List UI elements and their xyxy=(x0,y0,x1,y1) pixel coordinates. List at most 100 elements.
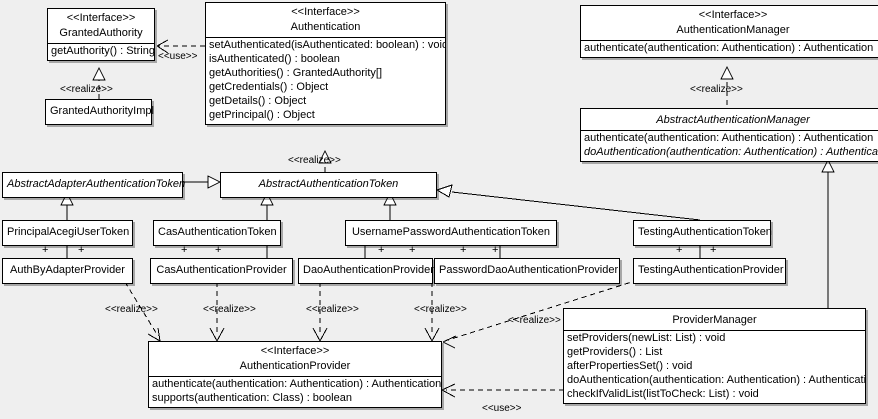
class-granted-authority-impl[interactable]: GrantedAuthorityImpl xyxy=(45,99,154,125)
class-header: TestingAuthenticationToken xyxy=(634,221,772,245)
class-testing-authentication-provider[interactable]: TestingAuthenticationProvider xyxy=(633,258,786,284)
class-principal-acegi-user-token[interactable]: PrincipalAcegiUserToken xyxy=(2,220,133,246)
class-provider-manager[interactable]: ProviderManager setProviders(newList: Li… xyxy=(563,308,866,404)
class-stereotype: <<Interface>> xyxy=(260,345,330,357)
class-name: TestingAuthenticationToken xyxy=(638,226,772,238)
multiplicity-cas-left: + xyxy=(181,244,188,256)
class-dao-authentication-provider[interactable]: DaoAuthenticationProvider xyxy=(298,258,434,284)
class-member: doAuthentication(authentication: Authent… xyxy=(567,374,865,386)
class-name: GrantedAuthority xyxy=(59,27,143,39)
class-header: PrincipalAcegiUserToken xyxy=(3,221,132,245)
class-header: ProviderManager xyxy=(564,309,865,330)
class-auth-by-adapter-provider[interactable]: AuthByAdapterProvider xyxy=(2,258,133,284)
multiplicity-testing-left: + xyxy=(676,244,683,256)
class-name: DaoAuthenticationProvider xyxy=(303,264,434,276)
class-members: getAuthority() : String xyxy=(48,43,154,60)
class-header: CasAuthenticationToken xyxy=(154,221,280,245)
multiplicity-username-pwd-right: + xyxy=(492,244,499,256)
class-name: AuthenticationManager xyxy=(676,24,790,36)
edge-label-realize-abstract-authentication-token: <<realize>> xyxy=(288,155,341,166)
class-member: setAuthenticated(isAuthenticated: boolea… xyxy=(209,39,445,51)
class-members: setProviders(newList: List) : void getPr… xyxy=(564,330,865,403)
class-name: AbstractAuthenticationToken xyxy=(258,178,399,190)
class-member: getProviders() : List xyxy=(567,346,663,358)
edge-label-realize-dao: <<realize>> xyxy=(306,304,359,315)
class-password-dao-authentication-provider[interactable]: PasswordDaoAuthenticationProvider xyxy=(434,258,620,284)
class-header: GrantedAuthorityImpl xyxy=(46,100,154,124)
class-cas-authentication-token[interactable]: CasAuthenticationToken xyxy=(153,220,281,246)
class-member: isAuthenticated() : boolean xyxy=(209,53,340,65)
class-member: supports(authentication: Class) : boolea… xyxy=(152,392,352,404)
class-header: DaoAuthenticationProvider xyxy=(299,259,434,283)
class-members: authenticate(authentication: Authenticat… xyxy=(581,130,878,161)
class-header: AuthByAdapterProvider xyxy=(3,259,132,283)
multiplicity-cas-right: + xyxy=(215,244,222,256)
class-header: AbstractAdapterAuthenticationToken xyxy=(3,173,186,197)
class-member: authenticate(authentication: Authenticat… xyxy=(152,378,441,390)
class-member: afterPropertiesSet() : void xyxy=(567,360,693,372)
edge-label-use-authentication: <<use>> xyxy=(158,51,198,62)
class-name: AbstractAuthenticationManager xyxy=(656,114,810,126)
edge-label-realize-testing: <<realize>> xyxy=(508,315,561,326)
class-name: AbstractAdapterAuthenticationToken xyxy=(7,178,186,190)
class-stereotype: <<Interface>> xyxy=(66,12,136,24)
class-abstract-adapter-authentication-token[interactable]: AbstractAdapterAuthenticationToken xyxy=(2,172,186,198)
edge-label-use-provider-manager: <<use>> xyxy=(482,403,522,414)
class-member: getCredentials() : Object xyxy=(209,81,329,93)
class-name: CasAuthenticationProvider xyxy=(156,264,287,276)
class-authentication-manager[interactable]: <<Interface>> AuthenticationManager auth… xyxy=(580,5,878,58)
class-members: authenticate(authentication: Authenticat… xyxy=(581,40,878,57)
class-name: AuthByAdapterProvider xyxy=(10,264,125,276)
class-header: CasAuthenticationProvider xyxy=(151,259,292,283)
class-name: PrincipalAcegiUserToken xyxy=(7,226,130,238)
multiplicity-username-dao-right: + xyxy=(409,244,416,256)
class-stereotype: <<Interface>> xyxy=(291,6,360,18)
multiplicity-principal-left: + xyxy=(42,244,49,256)
class-name: PasswordDaoAuthenticationProvider xyxy=(439,264,619,276)
edge-label-realize-abstract-authentication-manager: <<realize>> xyxy=(690,84,743,95)
class-username-password-authentication-token[interactable]: UsernamePasswordAuthenticationToken xyxy=(345,220,557,246)
class-testing-authentication-token[interactable]: TestingAuthenticationToken xyxy=(633,220,772,246)
class-header: UsernamePasswordAuthenticationToken xyxy=(346,221,556,245)
edge-label-realize-granted-authority-impl: <<realize>> xyxy=(60,84,113,95)
class-member: doAuthentication(authentication: Authent… xyxy=(584,146,878,158)
class-name: TestingAuthenticationProvider xyxy=(638,264,784,276)
class-header: TestingAuthenticationProvider xyxy=(634,259,785,283)
class-name: UsernamePasswordAuthenticationToken xyxy=(351,226,551,238)
multiplicity-principal-right: + xyxy=(78,244,85,256)
class-header: PasswordDaoAuthenticationProvider xyxy=(435,259,619,283)
class-header: <<Interface>> Authentication xyxy=(206,3,445,37)
edge-label-realize-auth-by-adapter: <<realize>> xyxy=(105,304,158,315)
class-member: getAuthorities() : GrantedAuthority[] xyxy=(209,67,383,79)
class-header: <<Interface>> GrantedAuthority xyxy=(48,9,154,43)
class-cas-authentication-provider[interactable]: CasAuthenticationProvider xyxy=(150,258,293,284)
class-granted-authority[interactable]: <<Interface>> GrantedAuthority getAuthor… xyxy=(47,8,155,61)
class-member: getDetails() : Object xyxy=(209,95,307,107)
class-member: checkIfValidList(listToCheck: List) : vo… xyxy=(567,388,759,400)
class-member: authenticate(authentication: Authenticat… xyxy=(584,132,874,144)
class-member: authenticate(authentication: Authenticat… xyxy=(584,42,874,54)
class-abstract-authentication-token[interactable]: AbstractAuthenticationToken xyxy=(220,172,437,198)
class-header: <<Interface>> AuthenticationManager xyxy=(581,6,878,40)
class-name: GrantedAuthorityImpl xyxy=(50,105,154,117)
edge-label-realize-password-dao: <<realize>> xyxy=(414,304,467,315)
multiplicity-username-pwd-left: + xyxy=(460,244,467,256)
class-stereotype: <<Interface>> xyxy=(698,9,768,21)
class-name: AuthenticationProvider xyxy=(239,360,351,372)
class-members: setAuthenticated(isAuthenticated: boolea… xyxy=(206,37,445,124)
multiplicity-testing-right: + xyxy=(710,244,717,256)
edge-label-realize-cas: <<realize>> xyxy=(203,304,256,315)
class-member: setProviders(newList: List) : void xyxy=(567,332,726,344)
class-abstract-authentication-manager[interactable]: AbstractAuthenticationManager authentica… xyxy=(580,108,878,162)
class-member: getPrincipal() : Object xyxy=(209,109,315,121)
class-header: AbstractAuthenticationManager xyxy=(581,109,878,130)
class-authentication-provider[interactable]: <<Interface>> AuthenticationProvider aut… xyxy=(148,341,442,408)
class-name: ProviderManager xyxy=(672,314,757,326)
class-header: AbstractAuthenticationToken xyxy=(221,173,436,197)
multiplicity-username-dao-left: + xyxy=(378,244,385,256)
class-name: CasAuthenticationToken xyxy=(158,226,277,238)
class-authentication[interactable]: <<Interface>> Authentication setAuthenti… xyxy=(205,2,446,125)
class-name: Authentication xyxy=(290,21,361,33)
class-member: getAuthority() : String xyxy=(51,45,154,57)
